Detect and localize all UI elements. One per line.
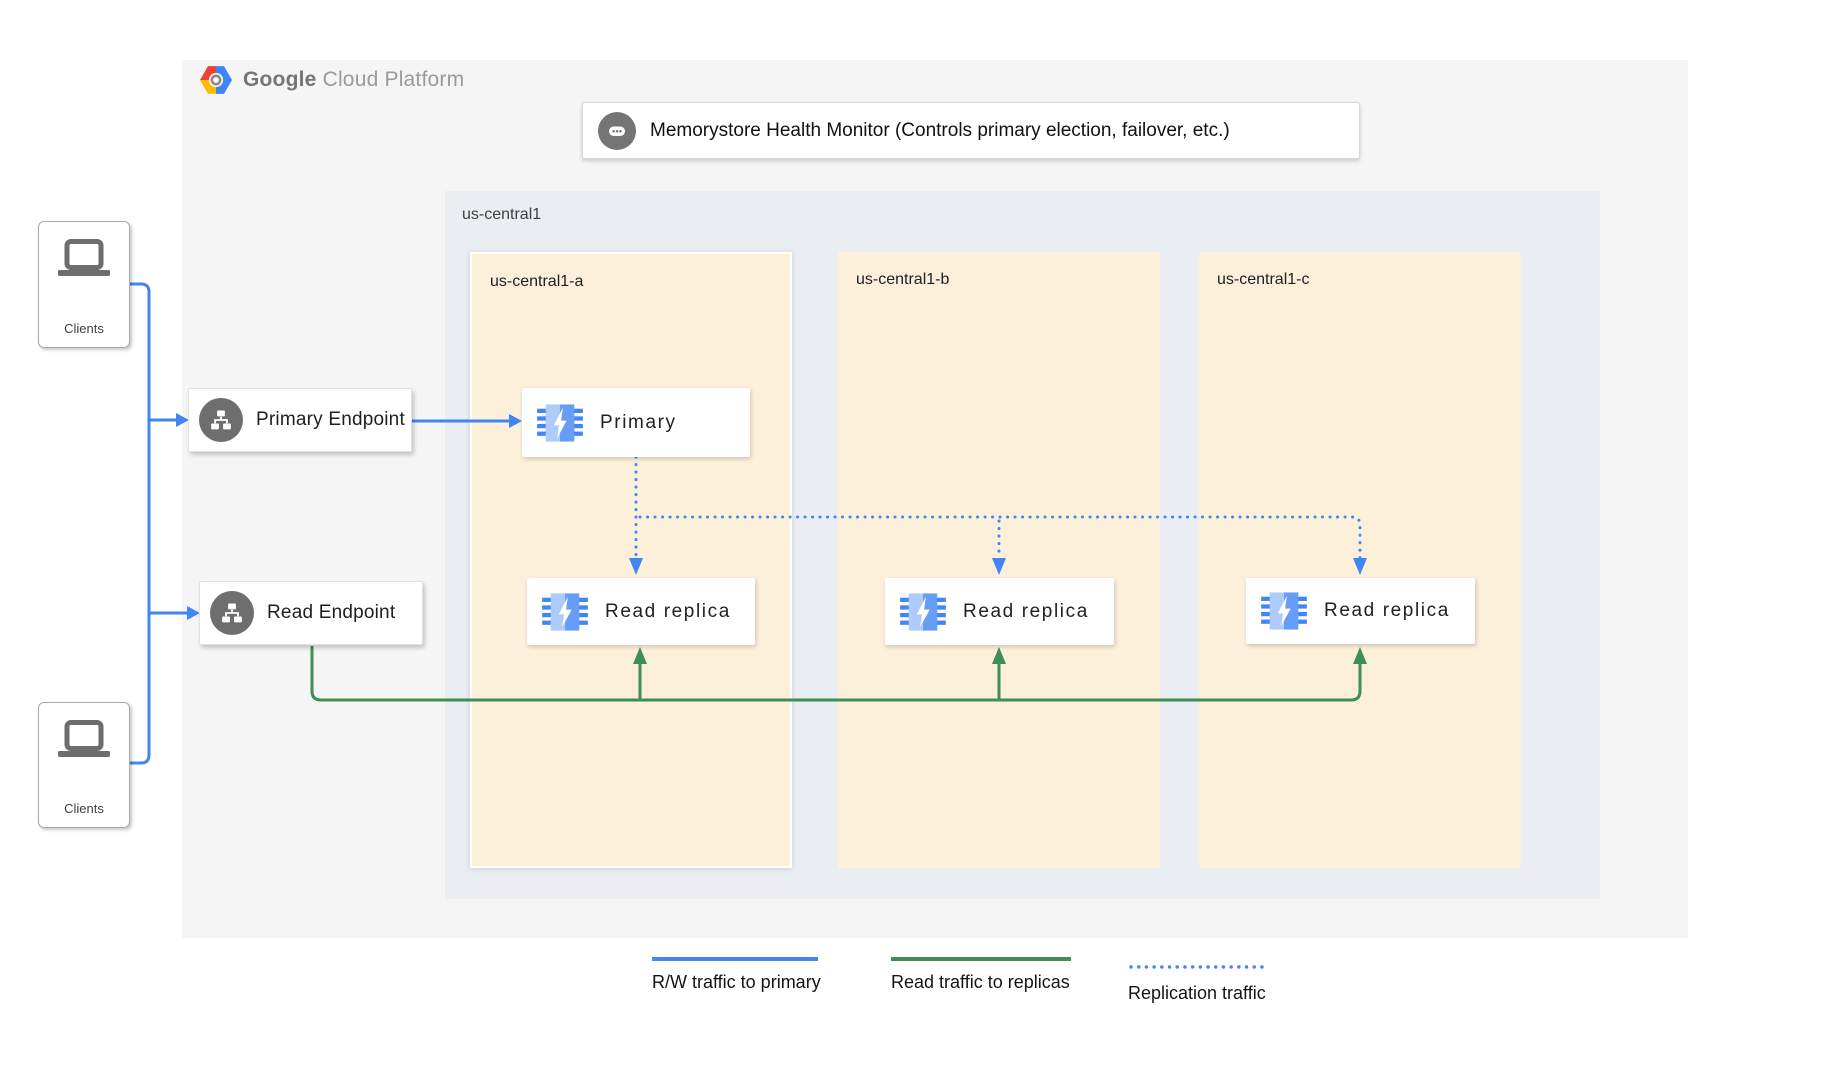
clients-label: Clients (64, 801, 104, 816)
gcp-wordmark-google: Google (243, 68, 317, 91)
laptop-icon (58, 720, 110, 757)
zone-us-central1-b: us-central1-b (838, 252, 1160, 868)
read-replica-a-box: Read replica (527, 578, 755, 645)
legend-item-read-traffic: Read traffic to replicas (891, 957, 1071, 993)
laptop-icon (58, 239, 110, 276)
gcp-wordmark: Google Cloud Platform (243, 68, 464, 92)
zone-a-label: us-central1-a (490, 273, 584, 290)
primary-endpoint-label: Primary Endpoint (256, 409, 405, 430)
legend-label-rw-traffic: R/W traffic to primary (652, 972, 821, 992)
region-label: us-central1 (462, 206, 542, 223)
read-endpoint-box: Read Endpoint (199, 581, 423, 645)
health-monitor-box: Memorystore Health Monitor (Controls pri… (582, 102, 1360, 159)
zone-us-central1-a: us-central1-a (470, 252, 792, 868)
primary-node-label: Primary (600, 411, 677, 433)
sitemap-icon (199, 398, 243, 442)
gcp-logo: Google Cloud Platform (200, 66, 464, 94)
gcp-wordmark-suffix: Cloud Platform (322, 68, 465, 91)
read-replica-c-box: Read replica (1246, 578, 1475, 644)
memorystore-icon (1261, 592, 1307, 630)
legend-item-rw-traffic: R/W traffic to primary (652, 957, 821, 993)
read-replica-b-label: Read replica (963, 600, 1089, 622)
health-monitor-label: Memorystore Health Monitor (Controls pri… (650, 119, 1230, 141)
read-replica-c-label: Read replica (1324, 600, 1450, 621)
read-endpoint-label: Read Endpoint (267, 602, 396, 623)
memorystore-icon (900, 592, 946, 631)
zone-us-central1-c: us-central1-c (1199, 252, 1521, 868)
primary-node-box: Primary (522, 388, 750, 457)
read-replica-b-box: Read replica (885, 578, 1114, 645)
sitemap-icon (210, 591, 254, 635)
legend-label-read-traffic: Read traffic to replicas (891, 972, 1070, 992)
zone-b-label: us-central1-b (856, 271, 950, 288)
console-ellipsis-icon (598, 111, 636, 150)
clients-label: Clients (64, 321, 104, 336)
region-us-central1: us-central1 us-central1-a us-central1-b … (445, 191, 1600, 899)
memorystore-icon (537, 403, 583, 442)
clients-trunk-line (130, 282, 151, 765)
legend-line-green-solid (891, 957, 1071, 961)
legend-line-blue-dotted (1129, 965, 1267, 969)
clients-box-top: Clients (38, 221, 130, 348)
zone-c-label: us-central1-c (1217, 271, 1310, 288)
legend-label-replication-traffic: Replication traffic (1128, 983, 1266, 1003)
gcp-hexagon-icon (200, 66, 232, 94)
memorystore-icon (542, 592, 588, 631)
read-replica-a-label: Read replica (605, 600, 731, 622)
legend-item-replication-traffic: Replication traffic (1128, 957, 1268, 1004)
primary-endpoint-box: Primary Endpoint (188, 388, 412, 452)
clients-box-bottom: Clients (38, 702, 130, 828)
legend-line-blue-solid (652, 957, 818, 961)
